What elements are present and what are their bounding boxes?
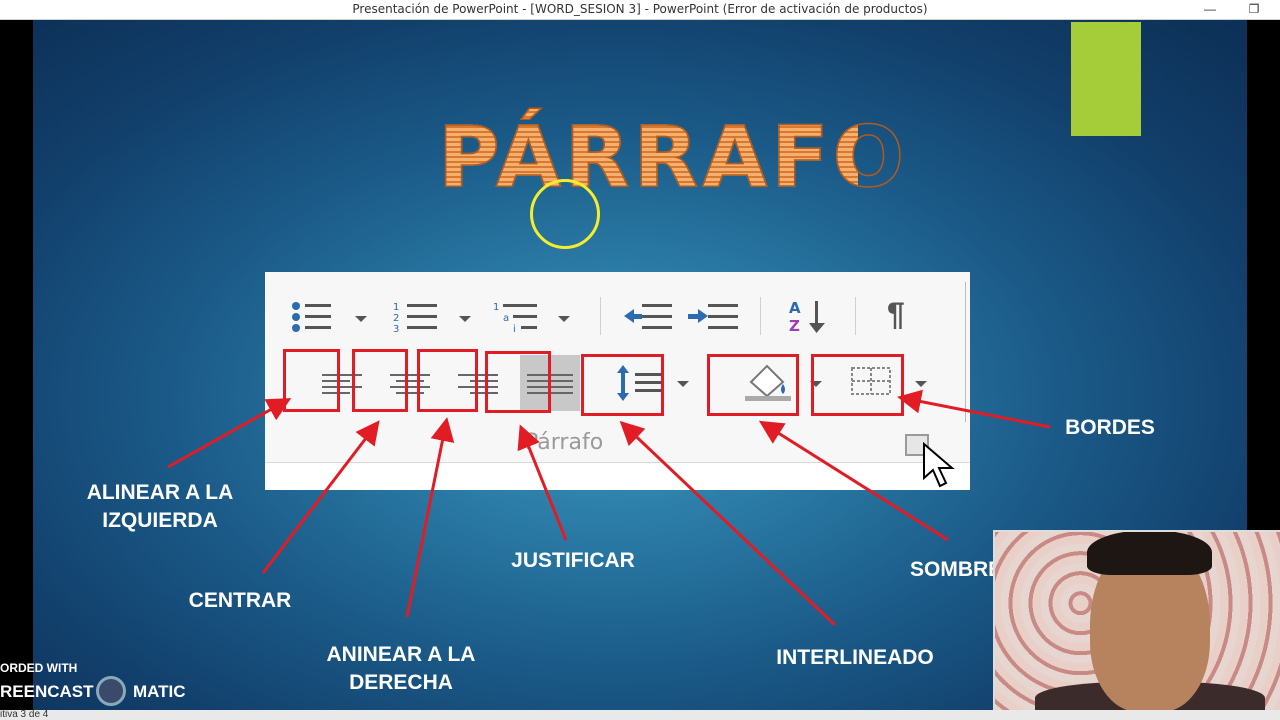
ribbon-bottom-strip	[265, 462, 970, 490]
multilevel-dropdown[interactable]	[558, 316, 570, 322]
svg-text:1: 1	[393, 302, 399, 313]
numbering-dropdown[interactable]	[459, 316, 471, 322]
svg-text:3: 3	[393, 324, 399, 334]
label-shading: SOMBRE	[910, 558, 1003, 581]
show-marks-icon[interactable]: ¶	[887, 296, 905, 332]
label-line-spacing: INTERLINEADO	[776, 646, 934, 669]
line-spacing-dropdown[interactable]	[677, 381, 689, 387]
window-title: Presentación de PowerPoint - [WORD_SESIO…	[352, 2, 928, 16]
sort-icon[interactable]: A Z	[788, 297, 834, 335]
align-left-highlight	[283, 349, 340, 412]
window-titlebar: Presentación de PowerPoint - [WORD_SESIO…	[0, 0, 1280, 20]
svg-text:Z: Z	[789, 317, 800, 335]
bullets-icon[interactable]	[290, 300, 335, 334]
restore-button[interactable]: ❐	[1248, 2, 1260, 16]
cursor-highlight	[530, 179, 600, 249]
slide-counter: itiva 3 de 4	[0, 709, 49, 720]
svg-text:a: a	[503, 313, 509, 324]
minimize-button[interactable]: —	[1204, 2, 1216, 16]
svg-text:1: 1	[493, 302, 499, 313]
svg-text:i: i	[513, 324, 516, 334]
webcam-overlay	[993, 530, 1280, 710]
ribbon-separator	[600, 297, 601, 335]
shading-highlight	[707, 354, 799, 416]
status-bar: itiva 3 de 4	[0, 709, 1280, 720]
label-align-left: ALINEAR A LA IZQUIERDA	[86, 481, 234, 532]
borders-dropdown[interactable]	[915, 381, 927, 387]
watermark-logo-icon	[96, 676, 126, 706]
justify-highlight	[485, 351, 551, 413]
center-icon[interactable]	[390, 372, 430, 398]
align-right-highlight	[417, 349, 478, 412]
label-justify: JUSTIFICAR	[511, 549, 635, 572]
borders-highlight	[811, 354, 904, 416]
label-center: CENTRAR	[188, 589, 292, 612]
green-accent-block	[1071, 22, 1141, 136]
watermark-recorded-with: ORDED WITH	[0, 661, 78, 675]
mouse-pointer-icon	[923, 442, 955, 488]
watermark-screencast: REENCAST	[0, 682, 94, 701]
borders-icon[interactable]	[850, 366, 894, 396]
decrease-indent-icon[interactable]	[622, 300, 674, 334]
line-spacing-highlight	[581, 354, 664, 416]
ribbon-separator	[855, 297, 856, 335]
shading-icon[interactable]	[745, 362, 797, 402]
align-left-icon[interactable]	[322, 372, 362, 398]
svg-text:2: 2	[393, 313, 399, 324]
shading-dropdown[interactable]	[810, 381, 822, 387]
align-right-icon[interactable]	[458, 372, 498, 398]
multilevel-list-icon[interactable]: 1 a i	[493, 300, 548, 334]
center-highlight	[352, 349, 408, 412]
watermark-matic: MATIC	[133, 682, 186, 701]
ribbon-group-label: Párrafo	[525, 430, 604, 455]
ribbon-edge	[965, 282, 966, 422]
ribbon-separator	[760, 297, 761, 335]
numbering-icon[interactable]: 1 2 3	[393, 300, 441, 334]
svg-text:A: A	[789, 299, 801, 317]
label-align-right: ANINEAR A LA DERECHA	[326, 643, 476, 694]
bullets-dropdown[interactable]	[355, 316, 367, 322]
line-spacing-icon[interactable]	[617, 365, 667, 401]
slide-title: PÁRRAFO	[437, 107, 909, 207]
label-borders: BORDES	[1065, 416, 1155, 439]
webcam-person-hair	[1087, 532, 1212, 575]
increase-indent-icon[interactable]	[688, 300, 740, 334]
